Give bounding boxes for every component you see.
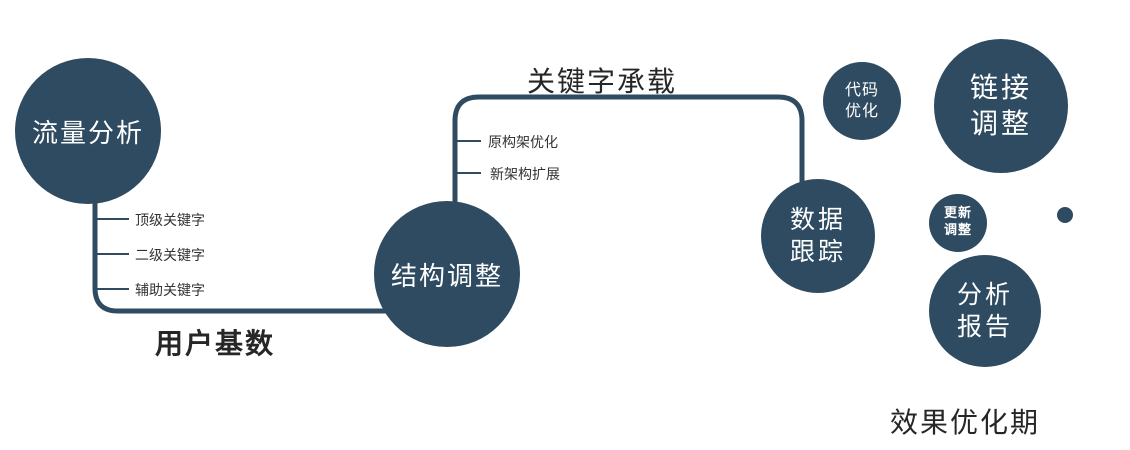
edge-label-keyword-carrying: 关键字承载 [527,65,678,98]
edge-keyword-carry-path [452,94,805,214]
node-traffic-analysis-label: 流量分析 [31,118,144,149]
edge-label-user-base: 用户基数 [155,327,276,360]
bullet-dot [1057,207,1073,223]
node-analysis-report-label: 分析报告 [956,279,1013,342]
node-link-adjustment: 链接调整 [934,39,1068,173]
branch-label-aux-keyword: 辅助关键字 [135,283,205,299]
node-structure-adjustment-label: 结构调整 [390,261,503,292]
node-traffic-analysis: 流量分析 [15,58,161,204]
node-structure-adjustment: 结构调整 [374,201,520,347]
node-code-optimization: 代码优化 [823,62,901,140]
branch-label-second-keyword: 二级关键字 [135,248,205,264]
node-link-adjustment-label: 链接调整 [969,70,1032,140]
node-code-optimization-label: 代码优化 [844,80,879,120]
node-data-tracking-label: 数据跟踪 [789,204,846,267]
node-update-adjustment: 更新调整 [929,194,987,252]
branch-label-new-architecture: 新架构扩展 [490,167,560,183]
node-data-tracking: 数据跟踪 [761,179,875,293]
footer-phase-label: 效果优化期 [890,406,1041,439]
node-analysis-report: 分析报告 [929,255,1041,367]
branch-label-orig-architecture: 原构架优化 [488,135,558,151]
branch-label-top-keyword: 顶级关键字 [135,213,205,229]
node-update-adjustment-label: 更新调整 [943,206,972,238]
